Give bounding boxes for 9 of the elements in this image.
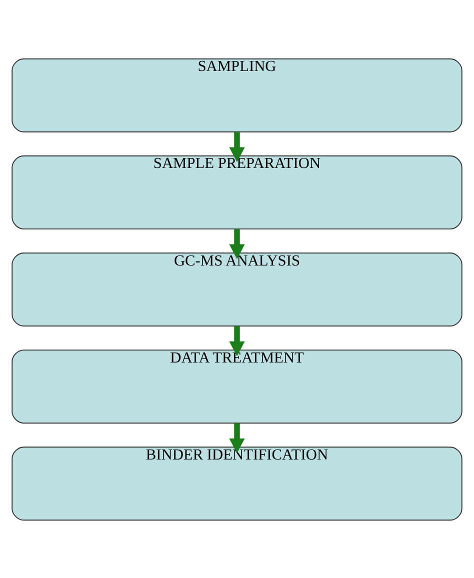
arrow [229,326,245,356]
node-box: GC-MS ANALYSIS [12,252,462,326]
arrow [229,228,245,259]
node-box: DATA TREATMENT [12,349,462,424]
node-box: SAMPLE PREPARATION [12,154,462,229]
arrow [229,422,245,453]
node-box: BINDER IDENTIFICATION [12,446,462,520]
node-box: SAMPLING [12,58,462,132]
arrow [229,132,245,162]
